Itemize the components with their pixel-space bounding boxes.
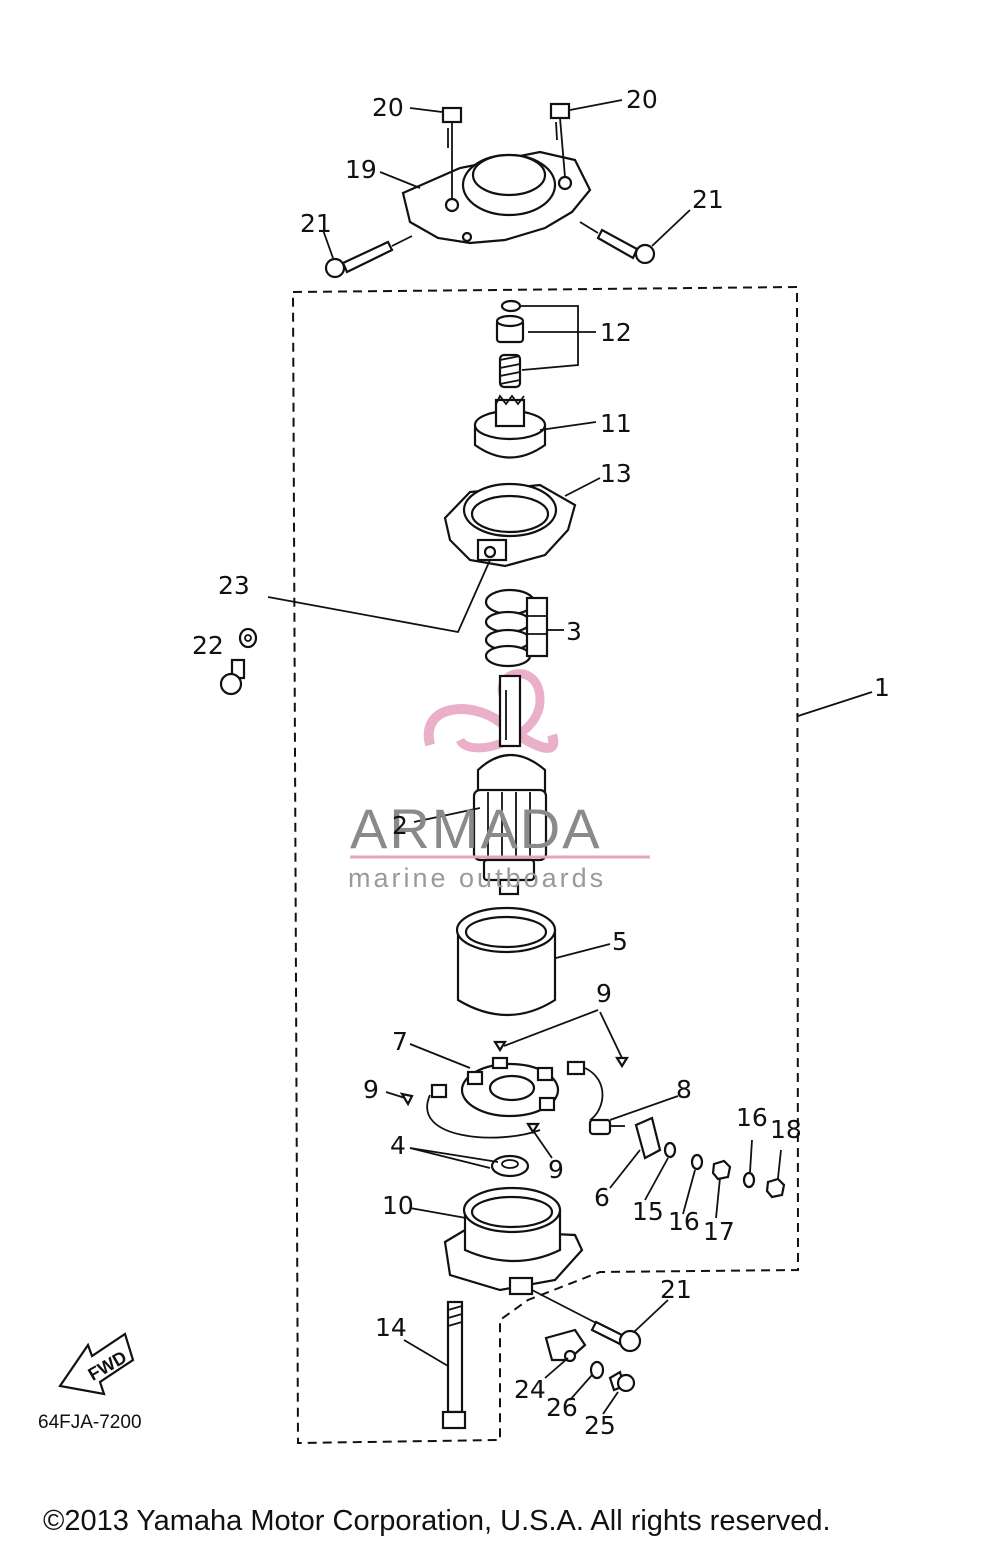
callout-16-lower: 16 <box>668 1207 700 1236</box>
washer-15 <box>663 1141 677 1159</box>
callout-9-bottom: 9 <box>548 1155 564 1184</box>
callout-21-lower: 21 <box>660 1275 692 1304</box>
callout-2: 2 <box>392 811 408 840</box>
clip-9-top <box>493 1040 507 1053</box>
callout-17: 17 <box>703 1217 735 1246</box>
bolt-21-left <box>324 235 413 279</box>
callout-26: 26 <box>546 1393 578 1422</box>
callout-20-left: 20 <box>372 93 404 122</box>
callout-7: 7 <box>392 1027 408 1056</box>
terminal-8 <box>588 1118 625 1136</box>
bolt-21-lower <box>531 1289 642 1353</box>
callout-12: 12 <box>600 318 632 347</box>
callout-24: 24 <box>514 1375 546 1404</box>
bolt-21-right <box>579 221 656 265</box>
nut-17 <box>711 1159 732 1181</box>
forward-arrow-icon: FWD <box>58 1332 135 1396</box>
bushing-4 <box>490 1154 530 1178</box>
clip-9-left <box>399 1092 414 1107</box>
callout-6: 6 <box>594 1183 610 1212</box>
callout-15: 15 <box>632 1197 664 1226</box>
clip-9-right <box>615 1056 629 1069</box>
screw-22 <box>219 658 246 696</box>
callout-1: 1 <box>874 673 890 702</box>
drawing-code: 64FJA-7200 <box>38 1412 142 1433</box>
watermark-tagline: marine outboards <box>348 863 606 893</box>
callout-8: 8 <box>676 1075 692 1104</box>
washer-16-a <box>742 1171 756 1189</box>
callout-10: 10 <box>382 1191 414 1220</box>
pinion-11 <box>473 394 547 459</box>
lockwasher-16-b <box>690 1153 704 1171</box>
callout-3: 3 <box>566 617 582 646</box>
callout-20-right: 20 <box>626 85 658 114</box>
callout-25: 25 <box>584 1411 616 1440</box>
pinion-stopper-set-12 <box>495 299 525 389</box>
leader-22-23 <box>267 559 491 634</box>
lower-housing-10 <box>443 1186 584 1296</box>
callout-21-right: 21 <box>692 185 724 214</box>
callout-9-top: 9 <box>596 979 612 1008</box>
callout-21-left: 21 <box>300 209 332 238</box>
upper-housing-13 <box>443 482 577 568</box>
callout-4: 4 <box>390 1131 406 1160</box>
yoke-5 <box>455 906 557 1016</box>
through-bolt-14 <box>441 1300 467 1430</box>
callout-5: 5 <box>612 927 628 956</box>
brush-holder-set-3 <box>484 588 549 668</box>
callout-23: 23 <box>218 571 250 600</box>
washer-26 <box>589 1360 605 1380</box>
callout-16-upper: 16 <box>736 1103 768 1132</box>
callout-13: 13 <box>600 459 632 488</box>
bolt-20-right <box>549 102 571 178</box>
watermark-brand: ARMADA <box>350 797 602 860</box>
callout-19: 19 <box>345 155 377 184</box>
callout-18: 18 <box>770 1115 802 1144</box>
washer-23 <box>238 627 258 649</box>
callout-11: 11 <box>600 409 632 438</box>
callout-14: 14 <box>375 1313 407 1342</box>
copyright-notice: ©2013 Yamaha Motor Corporation, U.S.A. A… <box>43 1505 831 1537</box>
armature-2 <box>472 674 548 896</box>
callout-9-left: 9 <box>363 1075 379 1104</box>
plate-6 <box>634 1116 662 1160</box>
assembly-boundary <box>291 285 800 1445</box>
brush-plate-7 <box>426 1056 604 1139</box>
bolt-20-left <box>441 106 463 200</box>
bracket-24 <box>544 1328 587 1363</box>
upper-bracket-19 <box>401 150 592 245</box>
clip-9-bottom <box>526 1122 540 1135</box>
nut-18 <box>765 1177 786 1199</box>
bolt-25 <box>608 1370 636 1393</box>
watermark-logo <box>423 669 559 753</box>
callout-22: 22 <box>192 631 224 660</box>
leader-lines <box>322 99 873 1415</box>
